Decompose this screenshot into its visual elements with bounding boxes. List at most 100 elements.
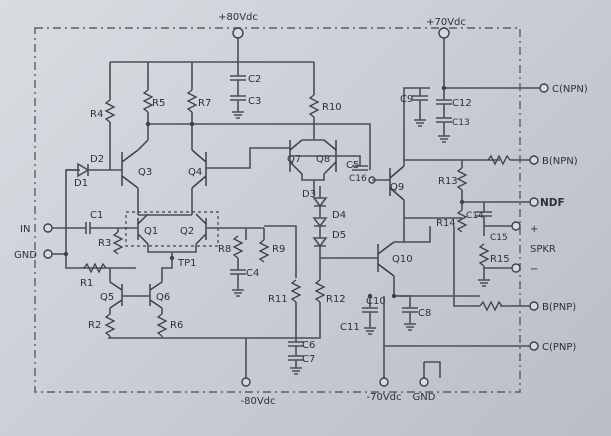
label-r2: R2 <box>88 320 101 331</box>
label-gnd-in: GND <box>14 250 37 261</box>
terminal-ndf[interactable] <box>529 197 539 207</box>
terminal-spkr-plus[interactable] <box>511 221 521 231</box>
label-d2: D2 <box>90 154 104 165</box>
r10-resistor <box>308 94 320 118</box>
label-q2: Q2 <box>180 226 194 237</box>
label-c2: C2 <box>248 74 261 85</box>
c2-c3-caps <box>230 62 246 119</box>
label-neg80: -80Vdc <box>240 396 275 407</box>
label-c14: C14 <box>466 211 484 221</box>
r8-resistor <box>232 235 244 259</box>
label-c-npn: C(NPN) <box>552 84 588 95</box>
label-r10: R10 <box>322 102 342 113</box>
label-c5: C5 <box>346 160 359 171</box>
label-q10: Q10 <box>392 254 413 265</box>
r2-resistor <box>104 313 116 337</box>
label-ndf: NDF <box>540 197 565 209</box>
r3-resistor <box>112 231 124 255</box>
r15-resistor <box>478 243 490 267</box>
terminal-neg70 <box>379 377 389 387</box>
r6-resistor <box>156 313 168 337</box>
label-q7: Q7 <box>287 154 301 165</box>
r5-resistor <box>142 89 154 113</box>
label-c-pnp: C(PNP) <box>542 342 576 353</box>
label-r15: R15 <box>490 254 510 265</box>
label-d4: D4 <box>332 210 346 221</box>
terminal-in[interactable] <box>43 223 53 233</box>
label-c6: C6 <box>302 340 315 351</box>
terminal-c-npn[interactable] <box>539 83 549 93</box>
diode-chain <box>312 186 328 258</box>
label-r1: R1 <box>80 278 93 289</box>
label-spkr-plus: + <box>530 224 538 235</box>
terminal-c-pnp[interactable] <box>529 341 539 351</box>
label-c12: C12 <box>452 98 472 109</box>
label-spkr-minus: − <box>530 264 538 275</box>
terminal-pos80 <box>232 27 244 39</box>
label-q3: Q3 <box>138 167 152 178</box>
q9-transistor <box>389 165 405 201</box>
label-spkr: SPKR <box>530 244 556 255</box>
c4-cap <box>230 258 246 297</box>
r9-resistor <box>258 239 270 263</box>
label-c9: C9 <box>400 94 413 105</box>
c10-c11-caps <box>362 296 378 335</box>
c12-c13-caps <box>436 88 452 143</box>
board-outline <box>34 27 521 393</box>
label-d1: D1 <box>74 178 88 189</box>
label-c3: C3 <box>248 96 261 107</box>
label-c1: C1 <box>90 210 103 221</box>
label-r5: R5 <box>152 98 165 109</box>
c6-c7-caps <box>288 338 304 375</box>
label-c15: C15 <box>490 233 508 243</box>
label-r8: R8 <box>218 244 231 255</box>
r14-resistor <box>456 209 468 233</box>
label-r6: R6 <box>170 320 183 331</box>
label-c7: C7 <box>302 354 315 365</box>
q4-transistor <box>191 149 207 189</box>
label-d5: D5 <box>332 230 346 241</box>
terminal-spkr-minus[interactable] <box>511 263 521 273</box>
label-r13: R13 <box>438 176 458 187</box>
label-r3: R3 <box>98 238 111 249</box>
q5-transistor <box>109 281 123 309</box>
r11-resistor <box>290 279 302 303</box>
label-q6: Q6 <box>156 292 170 303</box>
r7-resistor <box>186 89 198 113</box>
terminal-gnd-in[interactable] <box>43 249 53 259</box>
label-tp1: TP1 <box>177 258 197 269</box>
label-pos80: +80Vdc <box>218 12 258 23</box>
label-q1: Q1 <box>144 226 158 237</box>
diodes-d1-d2 <box>66 162 110 178</box>
r12-resistor <box>314 279 326 303</box>
terminal-b-pnp[interactable] <box>529 301 539 311</box>
label-r4: R4 <box>90 109 103 120</box>
label-c16: C16 <box>349 174 367 184</box>
q6-transistor <box>149 281 163 309</box>
label-q9: Q9 <box>390 182 404 193</box>
label-c13: C13 <box>452 118 470 128</box>
c8-cap <box>394 295 418 331</box>
label-c10: C10 <box>366 296 386 307</box>
label-q5: Q5 <box>100 292 114 303</box>
label-r11: R11 <box>268 294 288 305</box>
q2-transistor <box>195 213 207 245</box>
c5-cap <box>336 155 368 171</box>
c14-cap <box>476 202 492 236</box>
label-c4: C4 <box>246 268 259 279</box>
terminal-pos70 <box>438 27 450 39</box>
label-in: IN <box>20 224 30 235</box>
q1-q2-matched-pair <box>125 211 219 247</box>
r1-resistor <box>83 262 107 274</box>
terminal-b-npn[interactable] <box>529 155 539 165</box>
label-pos70: +70Vdc <box>426 17 466 28</box>
label-gnd-bottom: GND <box>413 392 436 403</box>
label-r14: R14 <box>436 218 456 229</box>
label-q8: Q8 <box>316 154 330 165</box>
terminal-neg80 <box>241 377 251 387</box>
label-c8: C8 <box>418 308 431 319</box>
label-r7: R7 <box>198 98 211 109</box>
terminal-gnd-bottom <box>419 377 429 387</box>
